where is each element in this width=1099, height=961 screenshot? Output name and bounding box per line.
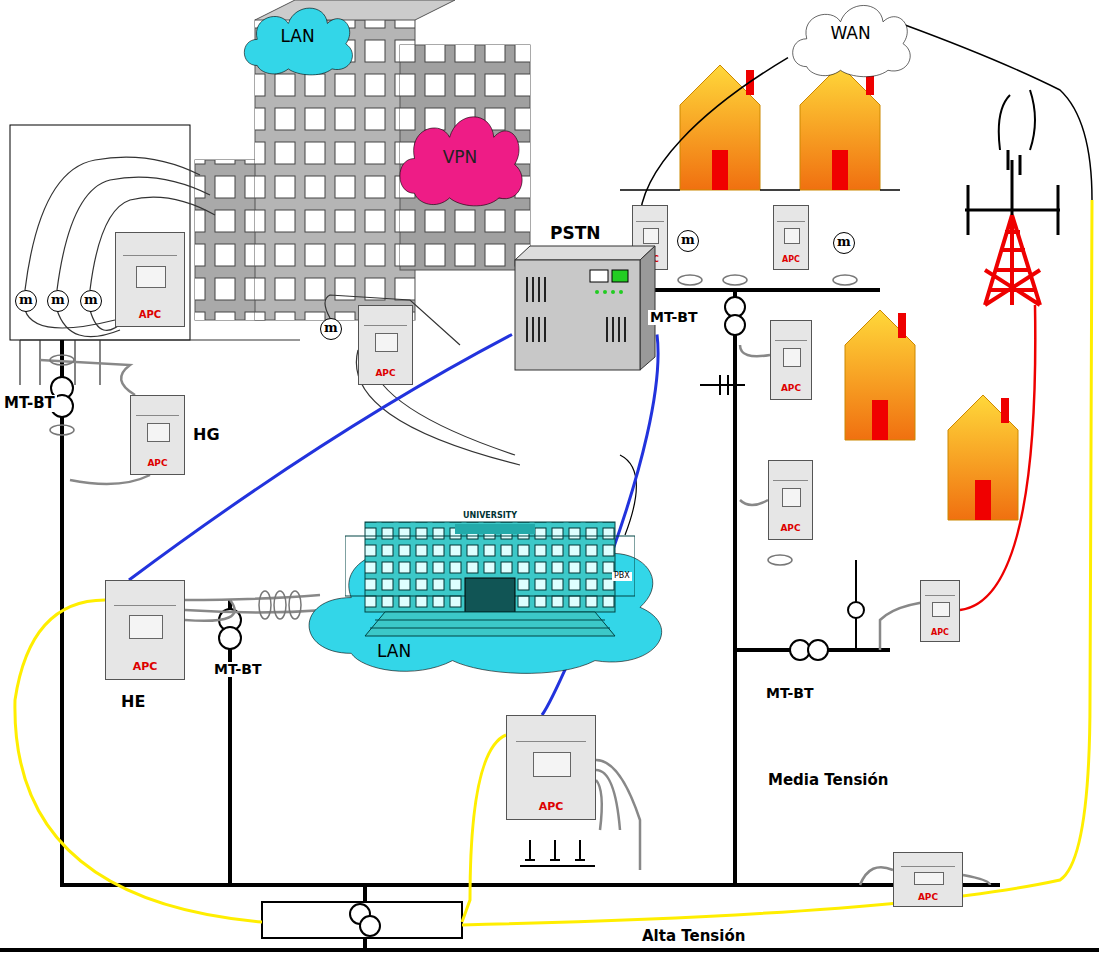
meter-label: m — [16, 292, 36, 307]
meter-label: m — [678, 232, 698, 247]
ups-device: APC — [358, 305, 413, 385]
ups-device: APC — [506, 715, 596, 820]
annotation-label: Alta Tensión — [640, 928, 747, 945]
brand-logo: APC — [359, 369, 412, 379]
meter-label: m — [48, 292, 68, 307]
ups-device: APC — [893, 852, 963, 907]
node-outline — [345, 508, 635, 638]
brand-logo: APC — [894, 893, 962, 903]
meter-circle: m — [80, 290, 102, 312]
annotation-label: Media Tensión — [766, 772, 890, 789]
node-label: HG — [193, 426, 220, 444]
meter-label: m — [81, 292, 101, 307]
brand-logo: APC — [106, 661, 184, 673]
meter-label: m — [834, 234, 854, 249]
annotation-label: MT-BT — [212, 662, 263, 677]
brand-logo: APC — [769, 524, 812, 534]
brand-logo: APC — [774, 256, 808, 265]
ups-device: HGAPC — [130, 395, 185, 475]
node-label: LAN — [240, 27, 355, 46]
annotation-label: MT-BT — [764, 686, 815, 701]
ups-device: APC — [115, 232, 185, 327]
brand-logo: APC — [116, 309, 184, 320]
node-label: LAN — [377, 642, 411, 661]
ups-device: APC — [768, 460, 813, 540]
ups-device: APCHE — [105, 580, 185, 680]
annotation-label: MT-BT — [2, 395, 57, 412]
node-label: PSTN — [550, 224, 601, 243]
pstn-switch: PSTN — [512, 222, 657, 372]
node-label: HE — [121, 693, 145, 711]
link-line — [640, 58, 788, 222]
meter-circle: m — [15, 290, 37, 312]
node-outline — [512, 222, 657, 372]
brand-logo: APC — [771, 384, 811, 394]
ups-device: APC — [773, 205, 809, 270]
brand-logo: APC — [921, 629, 959, 638]
network-cloud: VPN — [395, 110, 525, 210]
ups-device: APC — [770, 320, 812, 400]
brand-logo: APC — [131, 459, 184, 469]
node-label: VPN — [395, 148, 525, 167]
node-label: WAN — [788, 24, 913, 43]
meter-circle: m — [677, 230, 699, 252]
network-cloud: LAN — [240, 3, 355, 78]
meter-circle: m — [833, 232, 855, 254]
brand-logo: APC — [507, 801, 595, 813]
network-cloud: WAN — [788, 0, 913, 80]
annotation-label: PBX — [612, 572, 632, 581]
university-building: UNIVERSITY — [345, 508, 635, 638]
node-label: UNIVERSITY — [345, 512, 635, 521]
meter-circle: m — [47, 290, 69, 312]
annotation-label: MT-BT — [648, 310, 699, 325]
ups-device: APC — [920, 580, 960, 642]
meter-label: m — [321, 320, 341, 335]
meter-circle: m — [320, 318, 342, 340]
